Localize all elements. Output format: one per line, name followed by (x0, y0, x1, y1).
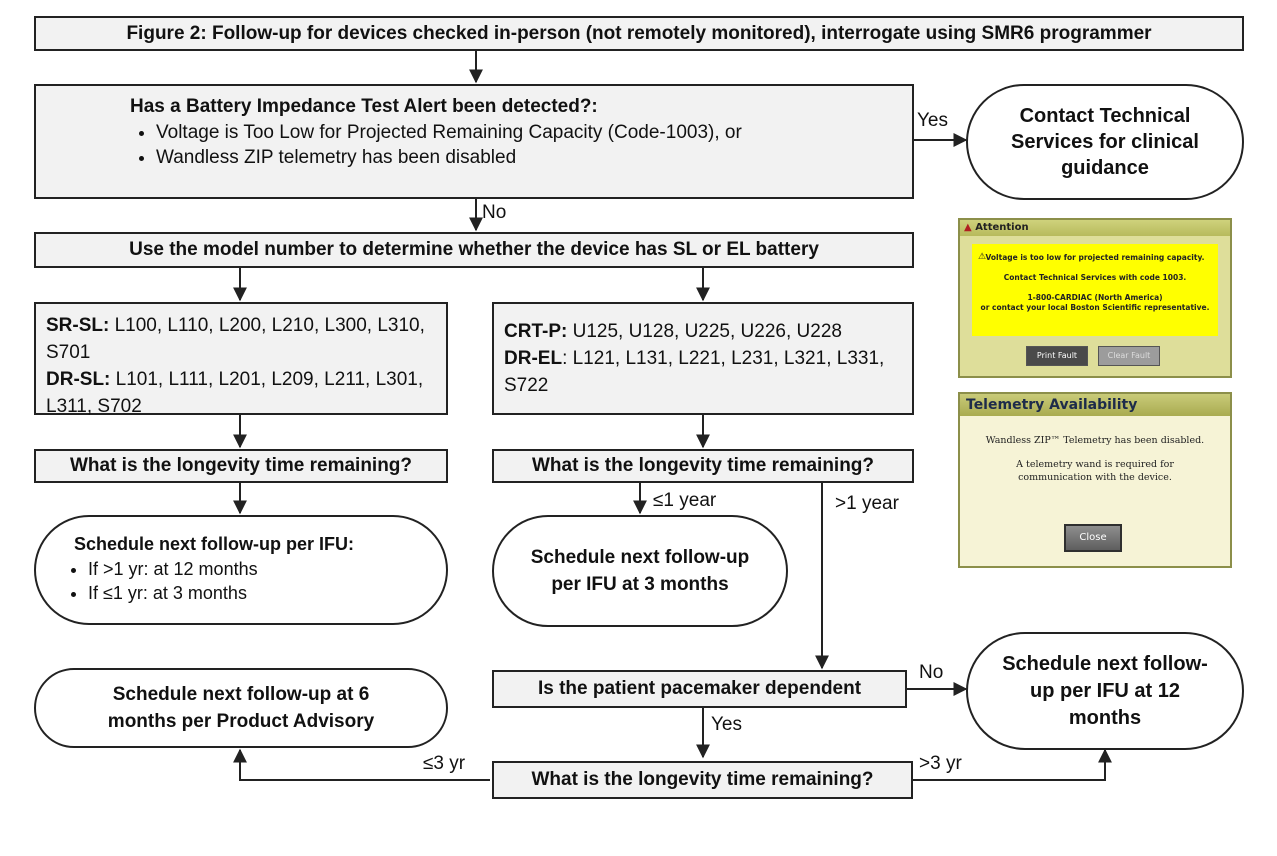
telemetry-line-3: communication with the device. (1018, 472, 1172, 483)
attention-dialog: ▲ Attention ⚠ Voltage is too low for pro… (958, 218, 1232, 378)
schedule-ifu-item: If ≤1 yr: at 3 months (88, 583, 354, 604)
edge-label-gt1-year: >1 year (835, 493, 899, 514)
warning-triangle-icon: ▲ (964, 222, 972, 233)
close-button[interactable]: Close (1064, 524, 1122, 552)
schedule-ifu-node: Schedule next follow-up per IFU: If >1 y… (34, 515, 448, 625)
schedule-ifu-heading: Schedule next follow-up per IFU: (74, 533, 355, 554)
schedule-6-months-text: Schedule next follow-up at 6 months per … (107, 684, 375, 732)
clear-fault-button[interactable]: Clear Fault (1098, 346, 1160, 366)
dr-sl-label: DR-SL: (46, 369, 111, 390)
longevity-question-text: What is the longevity time remaining? (531, 455, 875, 476)
attention-dialog-title: Attention (975, 222, 1029, 233)
battery-alert-item: Voltage is Too Low for Projected Remaini… (156, 122, 912, 144)
model-number-step-text: Use the model number to determine whethe… (129, 239, 819, 260)
dr-el-values: : L121, L131, L221, L231, L321, L331, S7… (504, 348, 885, 396)
figure-title: Figure 2: Follow-up for devices checked … (34, 16, 1244, 51)
battery-alert-question: Has a Battery Impedance Test Alert been … (130, 96, 598, 117)
attention-dialog-titlebar: ▲ Attention (960, 220, 1230, 236)
figure-title-text: Figure 2: Follow-up for devices checked … (126, 22, 1152, 44)
edge-label-yes-contact: Yes (917, 110, 948, 131)
attention-line-1: Voltage is too low for projected remaini… (985, 253, 1205, 262)
print-fault-button[interactable]: Print Fault (1026, 346, 1088, 366)
battery-alert-box: Has a Battery Impedance Test Alert been … (34, 84, 914, 199)
contact-tech-services-text: Contact Technical Services for clinical … (1011, 105, 1199, 179)
dr-el-label: DR-EL (504, 348, 563, 369)
longevity-question-right: What is the longevity time remaining? (492, 449, 914, 483)
longevity-question-bottom: What is the longevity time remaining? (492, 761, 913, 799)
telemetry-dialog: Telemetry Availability Wandless ZIP™ Tel… (958, 392, 1232, 568)
attention-line-3: 1-800-CARDIAC (North America) (1027, 293, 1163, 302)
longevity-question-text: What is the longevity time remaining? (531, 769, 874, 790)
attention-line-4: or contact your local Boston Scientific … (980, 303, 1210, 312)
crt-p-label: CRT-P: (504, 321, 568, 342)
alert-icon: ⚠ (978, 252, 987, 262)
battery-alert-item: Wandless ZIP telemetry has been disabled (156, 147, 912, 169)
attention-line-2: Contact Technical Services with code 100… (1003, 273, 1187, 282)
edge-label-no-pacemaker: No (919, 662, 944, 683)
el-models-box: CRT-P: U125, U128, U225, U226, U228 DR-E… (492, 302, 914, 415)
telemetry-line-2: A telemetry wand is required for (1016, 459, 1174, 470)
telemetry-dialog-title: Telemetry Availability (960, 394, 1230, 416)
schedule-6-months-node: Schedule next follow-up at 6 months per … (34, 668, 448, 748)
sr-sl-label: SR-SL: (46, 315, 110, 336)
edge-label-no-battery: No (482, 202, 507, 223)
pacemaker-dependent-text: Is the patient pacemaker dependent (537, 678, 862, 699)
longevity-question-left: What is the longevity time remaining? (34, 449, 448, 483)
battery-alert-list: Voltage is Too Low for Projected Remaini… (130, 122, 912, 169)
sl-models-box: SR-SL: L100, L110, L200, L210, L300, L31… (34, 302, 448, 417)
schedule-ifu-item: If >1 yr: at 12 months (88, 559, 354, 580)
schedule-ifu-list: If >1 yr: at 12 months If ≤1 yr: at 3 mo… (74, 559, 354, 604)
contact-tech-services-node: Contact Technical Services for clinical … (966, 84, 1244, 200)
crt-p-values: U125, U128, U225, U226, U228 (567, 321, 842, 342)
edge-label-le1-year: ≤1 year (653, 490, 717, 511)
schedule-12-months-text: Schedule next follow-up per IFU at 12 mo… (1002, 652, 1208, 729)
telemetry-line-1: Wandless ZIP™ Telemetry has been disable… (985, 435, 1205, 446)
schedule-3-months-node: Schedule next follow-up per IFU at 3 mon… (492, 515, 788, 627)
attention-message-panel: ⚠ Voltage is too low for projected remai… (972, 244, 1218, 336)
dr-sl-values: L101, L111, L201, L209, L211, L301, L311… (46, 369, 424, 417)
schedule-3-months-text: Schedule next follow-up per IFU at 3 mon… (530, 547, 750, 595)
schedule-12-months-node: Schedule next follow-up per IFU at 12 mo… (966, 632, 1244, 750)
model-number-step: Use the model number to determine whethe… (34, 232, 914, 268)
pacemaker-dependent-question: Is the patient pacemaker dependent (492, 670, 907, 708)
edge-label-yes-pacemaker: Yes (711, 714, 742, 735)
sr-sl-values: L100, L110, L200, L210, L300, L310, S701 (46, 315, 425, 363)
longevity-question-text: What is the longevity time remaining? (69, 455, 413, 476)
edge-label-le3-yr: ≤3 yr (423, 753, 466, 774)
edge-label-gt3-yr: >3 yr (919, 753, 962, 774)
